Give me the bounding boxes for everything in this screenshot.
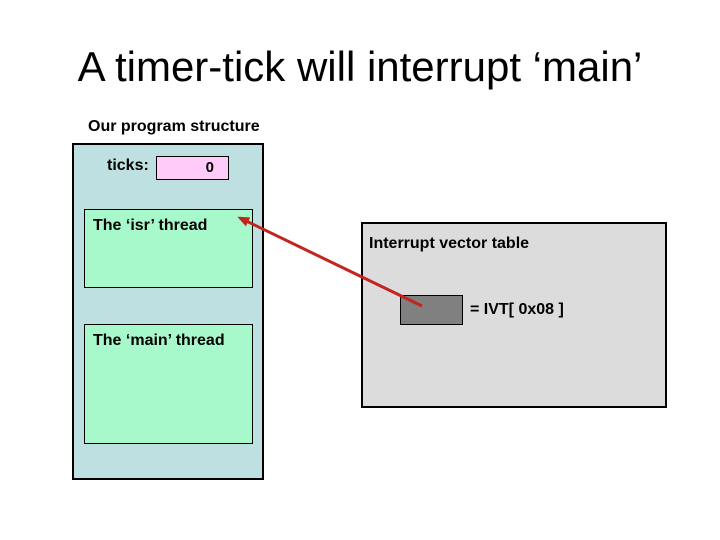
main-thread-label: The ‘main’ thread [93,332,225,349]
program-structure-panel: ticks: 0 The ‘isr’ thread The ‘main’ thr… [72,143,264,480]
ticks-label: ticks: [107,157,149,174]
ivt-panel: Interrupt vector table = IVT[ 0x08 ] [361,222,667,408]
ivt-heading: Interrupt vector table [369,235,530,252]
isr-thread-box: The ‘isr’ thread [84,209,253,288]
main-thread-box: The ‘main’ thread [84,324,253,444]
ticks-value: 0 [205,159,214,176]
isr-thread-label: The ‘isr’ thread [93,217,208,234]
ivt-entry-box [400,295,463,325]
ivt-entry-label: = IVT[ 0x08 ] [470,301,564,318]
slide-title: A timer-tick will interrupt ‘main’ [77,43,643,90]
program-structure-heading: Our program structure [88,118,260,135]
ticks-value-box: 0 [156,156,229,180]
